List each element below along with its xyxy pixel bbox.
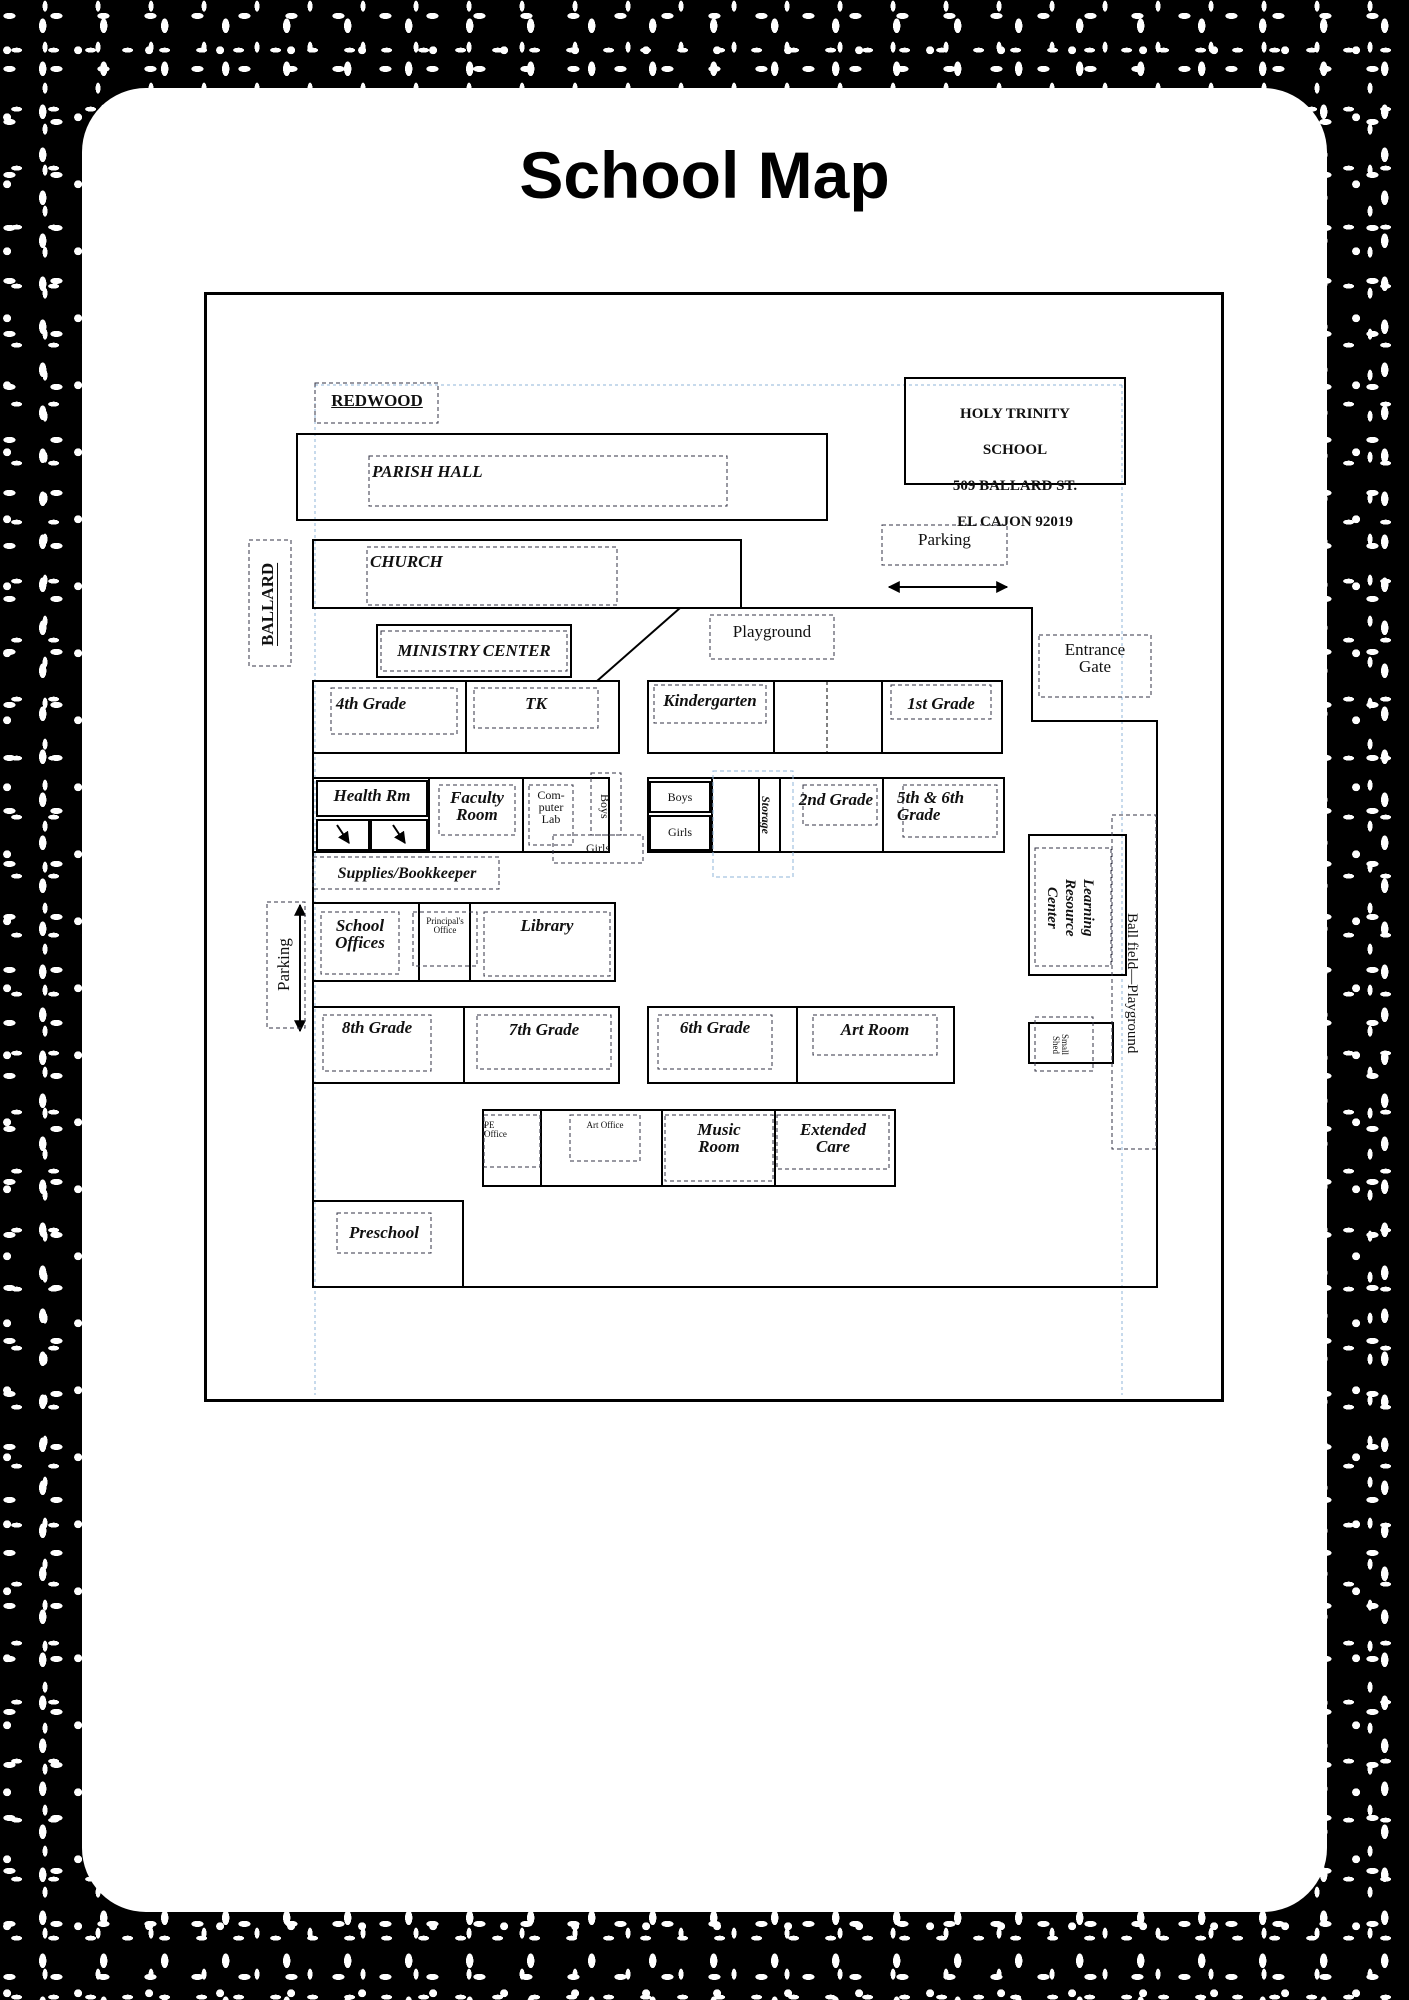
computer-lab-label: Com- puter Lab bbox=[537, 788, 565, 826]
ball-field-label: Ball field—Playground bbox=[1124, 912, 1140, 1054]
small-shed-building bbox=[1028, 1022, 1114, 1064]
boys-vertical-label: Boys bbox=[598, 793, 612, 819]
school-address-line2: EL CAJON 92019 bbox=[957, 514, 1073, 530]
boys-label: Boys bbox=[667, 790, 693, 804]
map-drawing bbox=[248, 377, 1158, 1395]
school-address-line1: 509 BALLARD ST. bbox=[952, 478, 1078, 494]
sixth-grade-label: 6th Grade bbox=[679, 1018, 751, 1037]
parish-hall-building bbox=[296, 433, 828, 521]
parking-top-label: Parking bbox=[918, 530, 971, 549]
ministry-center-building bbox=[376, 624, 572, 678]
guide-lines bbox=[314, 384, 1123, 1395]
church-label: CHURCH bbox=[370, 552, 443, 571]
art-office-label: Art Office bbox=[586, 1120, 624, 1130]
music-room-label: Music Room bbox=[697, 1120, 741, 1156]
parish-hall-label: PARISH HALL bbox=[372, 462, 483, 481]
preschool-building bbox=[312, 1200, 464, 1288]
kindergarten-label: Kindergarten bbox=[663, 691, 757, 710]
preschool-label: Preschool bbox=[349, 1223, 419, 1242]
fifth-sixth-grade-label: 5th & 6th Grade bbox=[897, 788, 965, 824]
faculty-room-label: Faculty Room bbox=[450, 788, 504, 824]
label-boxes bbox=[248, 382, 1157, 1254]
learning-resource-center-label: Learning Resource Center bbox=[1044, 879, 1096, 937]
storage-label: Storage bbox=[759, 795, 773, 834]
school-info-box bbox=[904, 377, 1126, 485]
church-connector-line bbox=[596, 607, 681, 682]
row2-right-building bbox=[647, 777, 1005, 853]
parking-left-label: Parking bbox=[274, 938, 293, 992]
row1-right-building bbox=[647, 680, 1003, 754]
library-label: Library bbox=[520, 916, 574, 935]
row4-left-building bbox=[312, 1006, 620, 1084]
school-info-text: HOLY TRINITY SCHOOL 509 BALLARD ST. EL C… bbox=[905, 387, 1125, 549]
school-name-line2: SCHOOL bbox=[982, 442, 1048, 458]
school-offices-label: School Offices bbox=[335, 916, 385, 952]
school-name-line1: HOLY TRINITY bbox=[960, 406, 1070, 422]
church-building bbox=[312, 539, 742, 609]
art-room-label: Art Room bbox=[840, 1020, 910, 1039]
entrance-gate-label: Entrance Gate bbox=[1064, 640, 1126, 676]
first-grade-label: 1st Grade bbox=[907, 694, 975, 713]
street-ballard: BALLARD bbox=[258, 562, 277, 646]
pe-office-label: PE Office bbox=[484, 1120, 507, 1139]
street-redwood: REDWOOD bbox=[331, 391, 423, 410]
page-title: School Map bbox=[519, 138, 890, 212]
second-grade-label: 2nd Grade bbox=[798, 790, 874, 809]
principal-office-label: Principal's Office bbox=[426, 916, 464, 935]
ministry-center-label: MINISTRY CENTER bbox=[397, 641, 551, 660]
row5-building bbox=[482, 1109, 896, 1187]
row3-building bbox=[312, 902, 616, 982]
eighth-grade-label: 8th Grade bbox=[341, 1018, 413, 1037]
tk-label: TK bbox=[525, 694, 547, 713]
supplies-bookkeeper-label: Supplies/Bookkeeper bbox=[337, 865, 477, 882]
learning-resource-center-building bbox=[1028, 834, 1127, 976]
small-shed-label: Small Shed bbox=[1051, 1034, 1070, 1056]
seventh-grade-label: 7th Grade bbox=[508, 1020, 580, 1039]
school-map: HOLY TRINITY SCHOOL 509 BALLARD ST. EL C… bbox=[204, 292, 1224, 1402]
girls-label: Girls bbox=[586, 841, 610, 855]
row4-right-building bbox=[647, 1006, 955, 1084]
health-room-label: Health Rm bbox=[333, 786, 411, 805]
girls-small-label: Girls bbox=[668, 825, 692, 839]
extended-care-label: Extended Care bbox=[799, 1120, 867, 1156]
fourth-grade-label: 4th Grade bbox=[335, 694, 407, 713]
playground-label: Playground bbox=[732, 622, 812, 641]
